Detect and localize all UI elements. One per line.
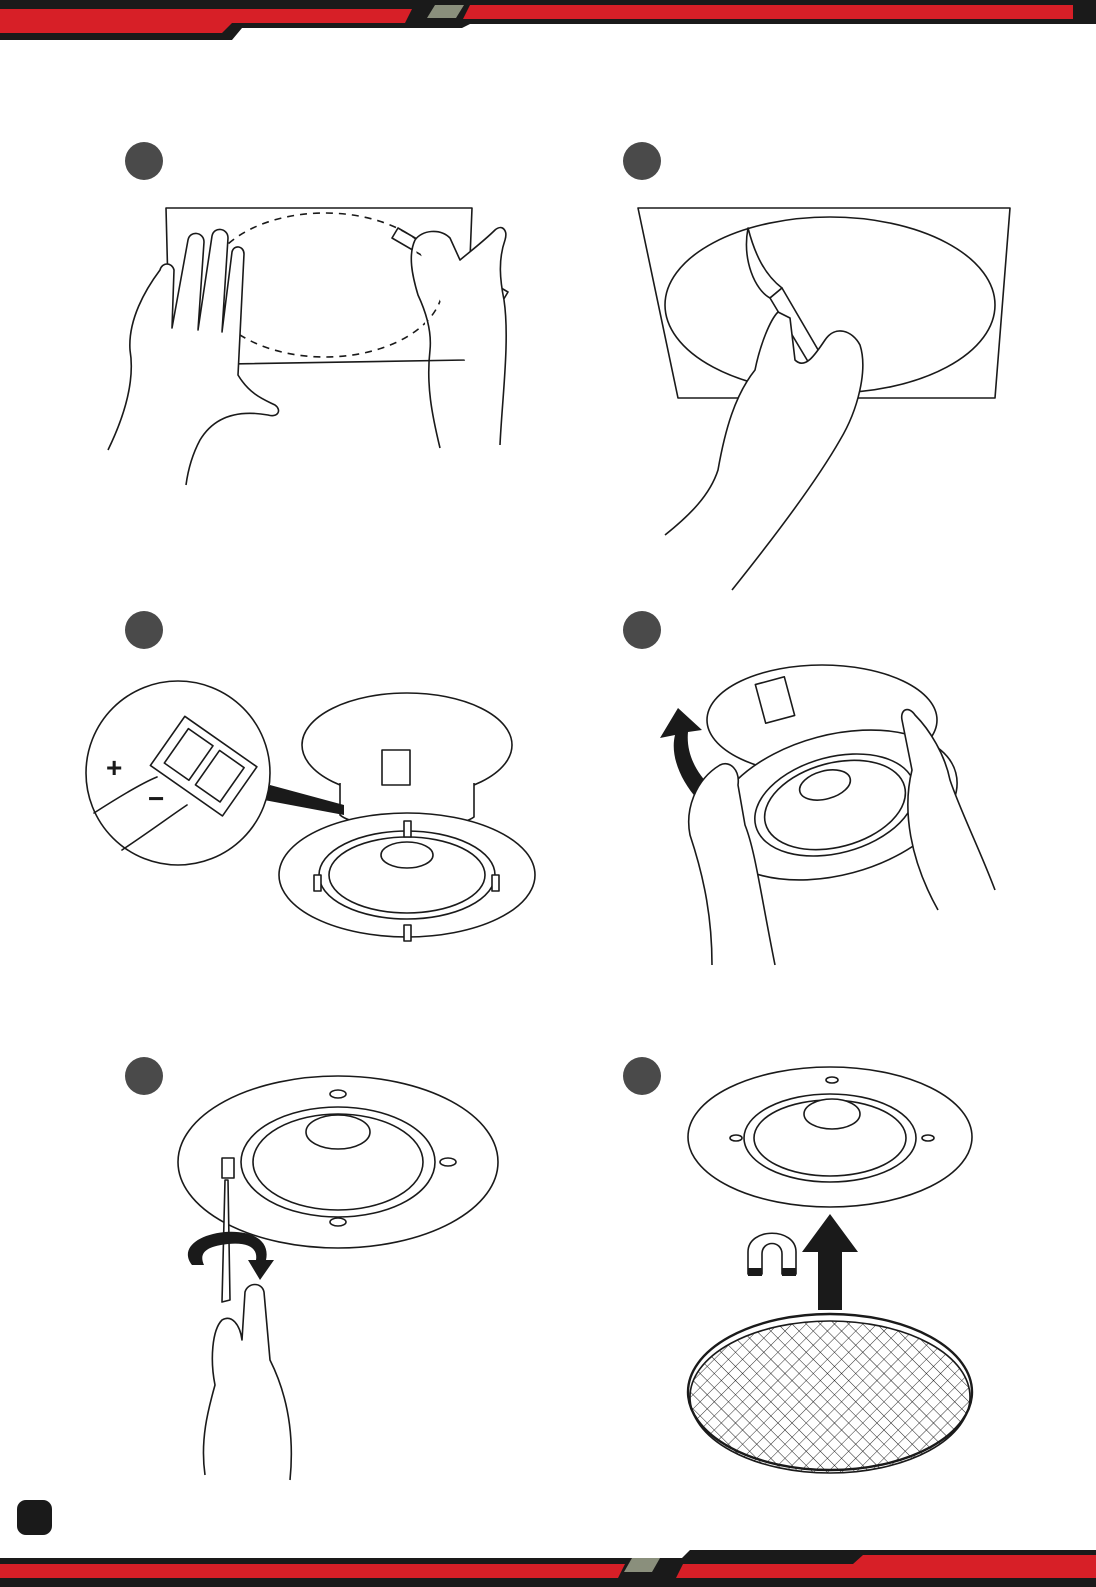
rotate-arrow-icon [188, 1232, 274, 1280]
step-marker-4 [623, 611, 661, 649]
step-2-illustration [630, 200, 1020, 595]
header-red-stripe-left [0, 9, 412, 33]
magnet-icon [748, 1233, 796, 1276]
header-band [0, 0, 1096, 40]
step-marker-2 [623, 142, 661, 180]
footer-red-stripe-left [0, 1564, 625, 1578]
speaker-dust-cap [804, 1099, 860, 1129]
page-number-box [17, 1500, 52, 1535]
hand [203, 1285, 291, 1481]
step-5-illustration [170, 1070, 510, 1485]
right-hand [902, 710, 995, 910]
step-marker-3 [125, 611, 163, 649]
positive-terminal-label: + [106, 752, 122, 783]
speaker-dust-cap [381, 842, 433, 868]
grille-mesh [690, 1321, 970, 1473]
speaker-dust-cap [306, 1115, 370, 1149]
step-marker-5 [125, 1057, 163, 1095]
step-3-illustration: + − [82, 665, 542, 955]
negative-terminal-label: − [148, 783, 164, 814]
step-marker-6 [623, 1057, 661, 1095]
up-arrow-icon [802, 1214, 858, 1310]
step-4-illustration [650, 660, 1000, 970]
step-marker-1 [125, 142, 163, 180]
step-1-illustration [100, 200, 520, 490]
header-red-stripe-right [463, 5, 1073, 19]
mounting-screw [222, 1158, 234, 1178]
step-6-illustration [686, 1062, 981, 1482]
wire-connector [382, 750, 410, 785]
footer-band [0, 1550, 1096, 1587]
callout-pointer [264, 785, 344, 815]
